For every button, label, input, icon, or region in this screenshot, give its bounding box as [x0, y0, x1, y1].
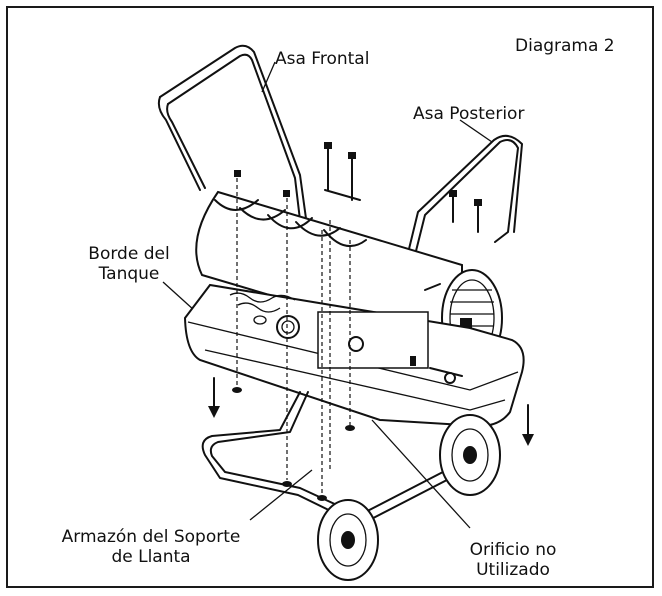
- label-tank-edge-line2: Tanque: [98, 264, 160, 284]
- label-tank-edge-line1: Borde del: [88, 244, 170, 264]
- fuel-tank-drawing: [183, 283, 525, 428]
- handle-bolts-drawing: [234, 142, 482, 233]
- front-handle-drawing: [157, 44, 313, 273]
- label-rear-handle: Asa Posterior: [413, 104, 525, 124]
- label-unused-hole-line2: Utilizado: [476, 560, 550, 580]
- label-unused-hole-line1: Orificio no: [469, 540, 557, 560]
- label-wheel-frame-line2: de Llanta: [111, 547, 191, 567]
- wheels-drawing: [317, 414, 501, 581]
- label-unused-hole: Orificio no Utilizado: [448, 540, 578, 580]
- diagram-title: Diagrama 2: [515, 36, 615, 56]
- label-wheel-frame: Armazón del Soporte de Llanta: [22, 527, 280, 567]
- label-front-handle: Asa Frontal: [275, 49, 370, 69]
- label-tank-edge: Borde del Tanque: [70, 244, 188, 284]
- rear-handle-drawing: [319, 134, 523, 296]
- label-wheel-frame-line1: Armazón del Soporte: [61, 527, 241, 547]
- downward-arrows: [208, 377, 534, 446]
